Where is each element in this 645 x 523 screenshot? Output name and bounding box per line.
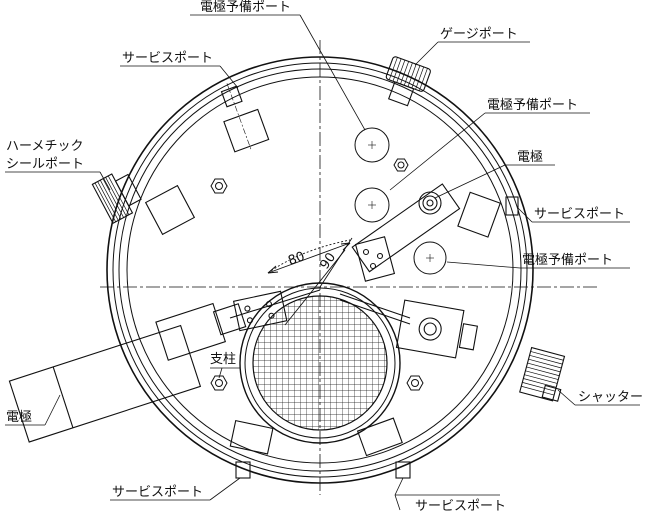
dimension-80: 80 bbox=[286, 249, 307, 269]
hex-nuts bbox=[210, 158, 424, 391]
label-electrode-spare-port-top: 電極予備ポート bbox=[200, 0, 291, 15]
label-electrode-spare-port-right: 電極予備ポート bbox=[522, 252, 613, 268]
upper-electrode-arm bbox=[351, 183, 461, 282]
label-gauge-port: ゲージポート bbox=[440, 27, 518, 42]
left-electrode bbox=[8, 289, 321, 443]
label-hermetic-line2: シールポート bbox=[6, 157, 84, 172]
label-service-port-bottom-right: サービスポート bbox=[415, 499, 506, 514]
hermetic-seal-port bbox=[91, 173, 196, 236]
label-service-port-bottom-left: サービスポート bbox=[112, 485, 203, 500]
chamber-flange bbox=[106, 56, 534, 484]
label-electrode-left: 電極 bbox=[6, 409, 32, 425]
leader-lines bbox=[5, 14, 640, 511]
label-service-port-top-left: サービスポート bbox=[122, 51, 213, 66]
shutter-assembly bbox=[339, 293, 566, 402]
service-port-blocks bbox=[220, 83, 519, 479]
label-hermetic-line1: ハーメチック bbox=[6, 139, 83, 154]
mesh-screen bbox=[239, 282, 401, 444]
label-support-pillar: 支柱 bbox=[210, 352, 236, 367]
label-shutter: シャッター bbox=[578, 390, 643, 405]
label-electrode-upper: 電極 bbox=[517, 149, 543, 165]
dimension-lines bbox=[267, 237, 353, 326]
gauge-port bbox=[385, 56, 431, 107]
label-electrode-spare-port-mid: 電極予備ポート bbox=[487, 97, 578, 113]
label-service-port-right: サービスポート bbox=[534, 207, 625, 222]
spare-port-marks bbox=[354, 127, 447, 275]
